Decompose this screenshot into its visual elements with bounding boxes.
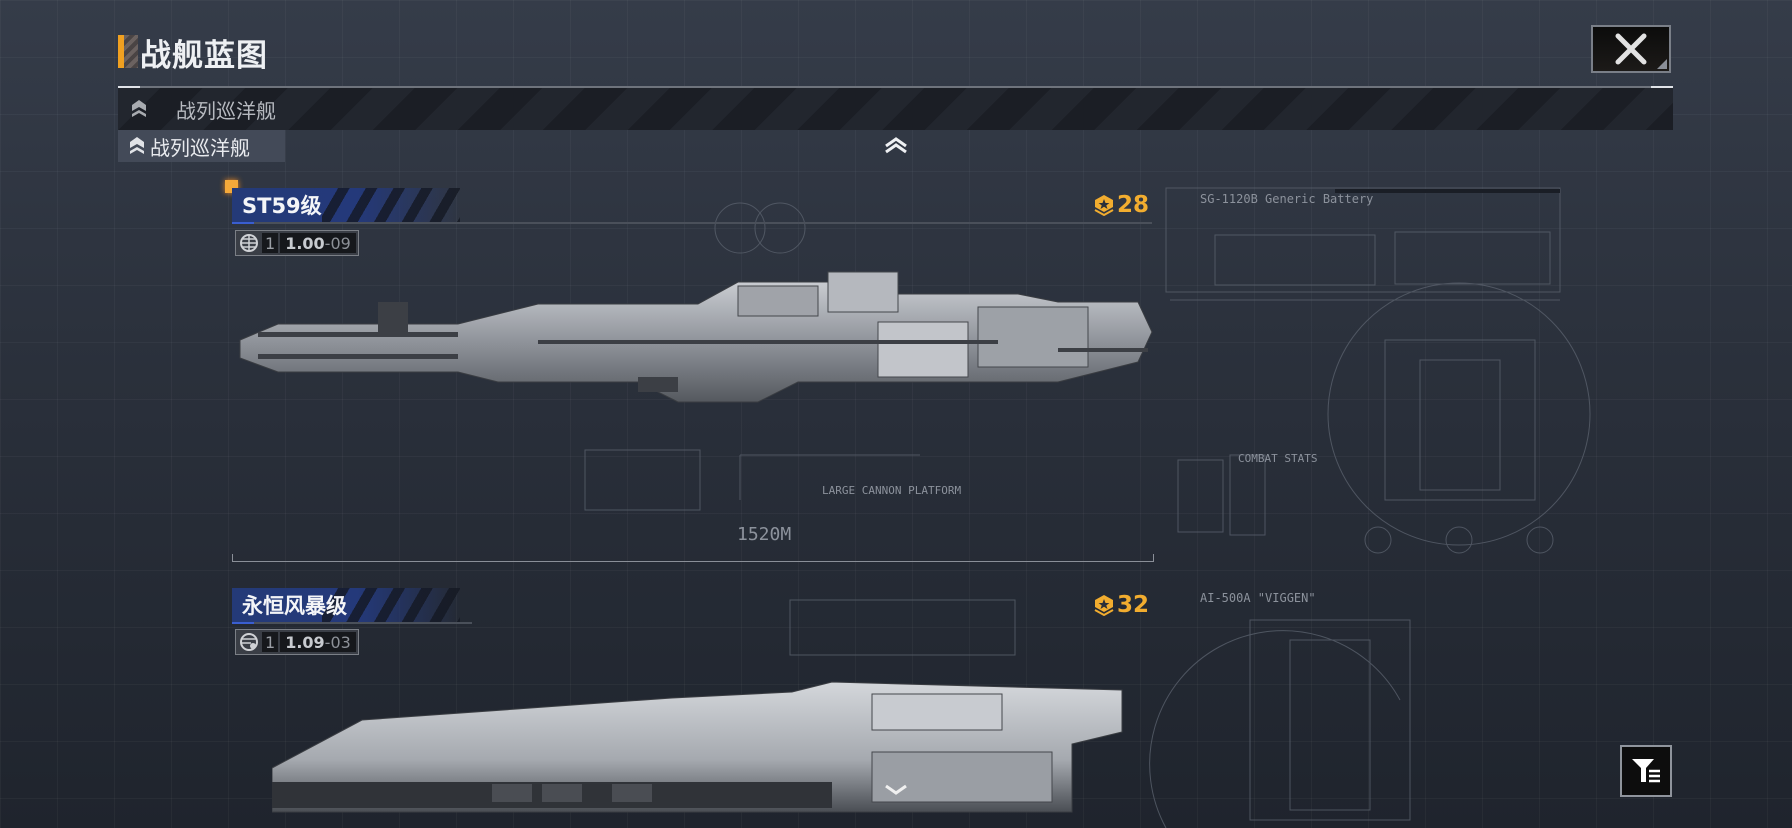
globe-icon — [240, 234, 258, 252]
version-sub: 03 — [330, 632, 351, 652]
tier: 1 — [262, 632, 279, 652]
blueprint-title-1: SG-1120B Generic Battery — [1200, 192, 1374, 206]
title-accent — [118, 35, 124, 68]
ship-rank: 32 — [1093, 592, 1149, 618]
chevron-rank-icon — [132, 100, 146, 117]
rank-value: 32 — [1117, 592, 1150, 618]
rank-star-icon — [1094, 195, 1114, 216]
ship-model-st59[interactable] — [238, 262, 1154, 442]
ship-rank: 28 — [1093, 192, 1149, 218]
gear-globe-icon — [240, 633, 258, 651]
ship-card-st59[interactable]: ST59级 — [232, 188, 460, 222]
blueprint-note: LARGE CANNON PLATFORM — [822, 484, 962, 497]
rank-value: 28 — [1117, 192, 1150, 218]
rank-star-icon — [1094, 595, 1114, 616]
length-label: 1520M — [737, 524, 792, 545]
collapse-chevron-up-icon[interactable] — [880, 134, 912, 156]
chevron-rank-icon — [130, 137, 144, 154]
version: 1.00 — [285, 233, 325, 253]
ship-name: 永恒风暴级 — [242, 594, 347, 618]
blueprint-stat-label: COMBAT STATS — [1238, 452, 1318, 465]
ship-card-eternal-storm[interactable]: 永恒风暴级 — [232, 588, 460, 622]
version: 1.09 — [285, 632, 325, 652]
filter-button[interactable] — [1620, 745, 1672, 797]
selected-category-label: 战列巡洋舰 — [150, 135, 250, 160]
blueprint-title-2: AI-500A "VIGGEN" — [1200, 591, 1316, 605]
title-stripe — [124, 35, 138, 68]
category-dropdown[interactable]: 战列巡洋舰 — [118, 86, 1673, 130]
ship-version-badge: 1 1.00-09 — [235, 230, 359, 256]
ship-model-eternal-storm[interactable] — [272, 672, 1132, 828]
close-button[interactable] — [1591, 25, 1671, 73]
ship-name: ST59级 — [242, 194, 322, 218]
dropdown-label: 战列巡洋舰 — [176, 98, 276, 123]
divider — [232, 222, 1152, 224]
version-sub: 09 — [330, 233, 351, 253]
close-icon — [1615, 33, 1647, 65]
page-title: 战舰蓝图 — [140, 38, 268, 74]
scroll-down-chevron-icon[interactable] — [880, 780, 912, 800]
divider — [232, 622, 472, 624]
ship-version-badge: 1 1.09-03 — [235, 629, 359, 655]
filter-icon — [1632, 759, 1660, 783]
selected-category-tag[interactable]: 战列巡洋舰 — [118, 130, 285, 162]
scale-ruler — [232, 554, 1154, 562]
tier: 1 — [262, 233, 279, 253]
